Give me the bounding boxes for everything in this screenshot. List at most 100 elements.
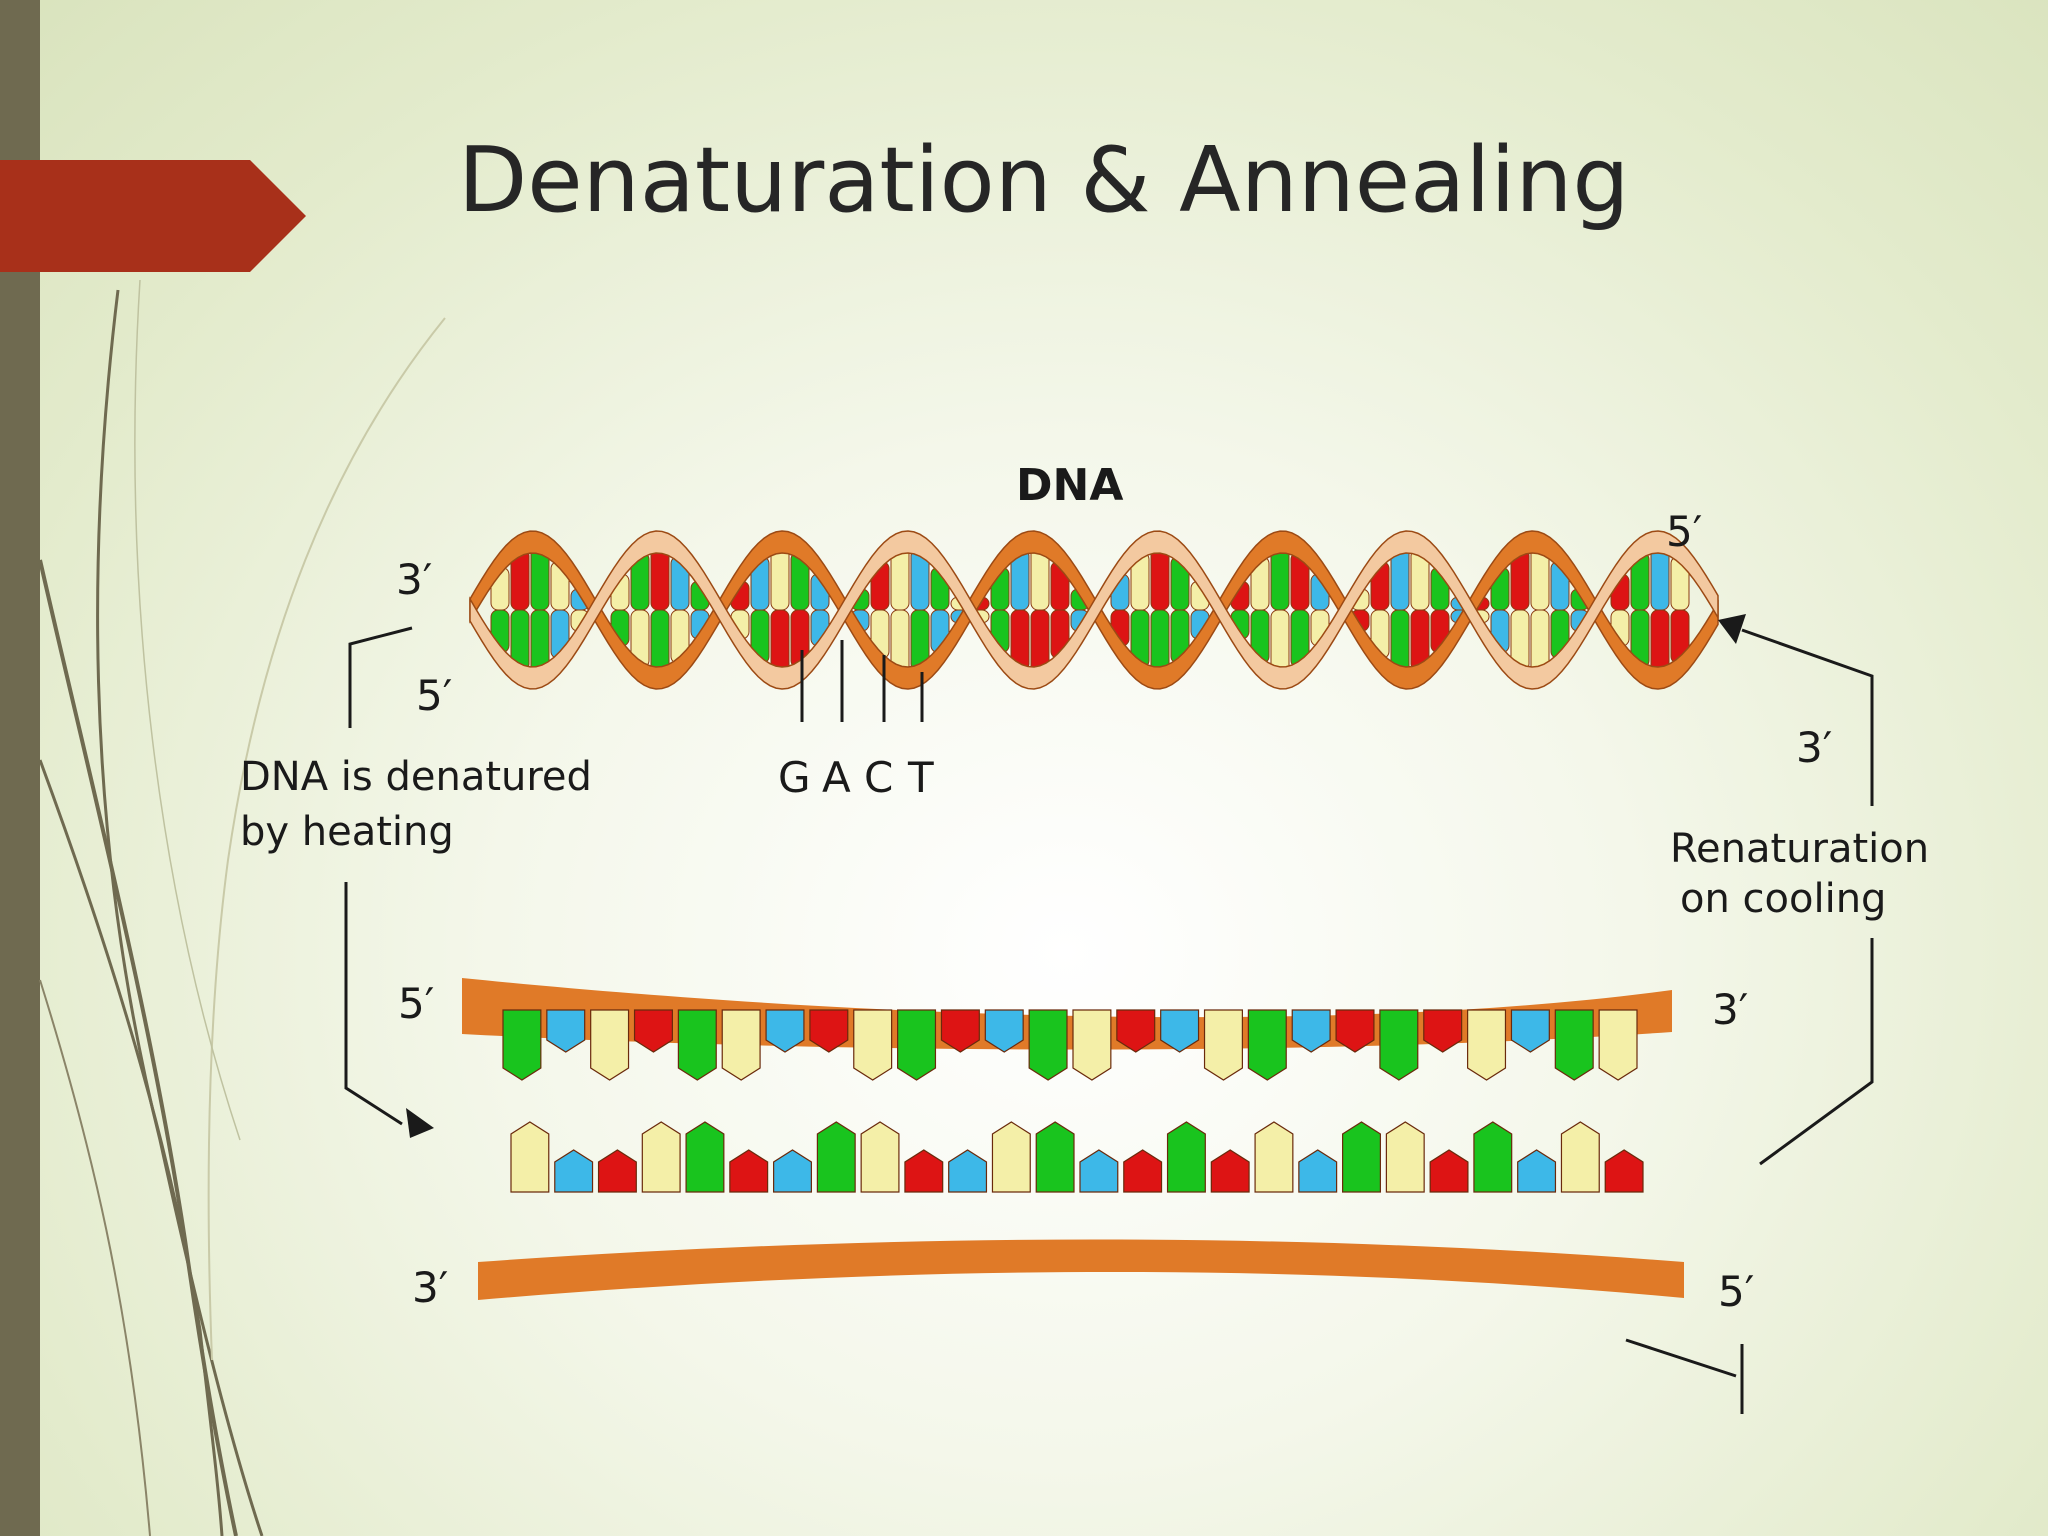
strand-base [1342,1121,1381,1193]
strand-base [1423,1009,1463,1053]
decorative-swooshes [38,279,446,1536]
strand-base [773,1149,812,1193]
swoosh-2 [38,559,238,1536]
strand-base [641,1121,681,1193]
strand-base [1385,1121,1425,1193]
helix-label-top-right: 5′ [1666,507,1702,556]
helix-base-pairs [490,545,1690,675]
right-caption-line1: Renaturation [1670,826,1929,872]
helix-base [770,609,790,675]
strand-base [940,1009,980,1053]
strand-base [1467,1009,1507,1081]
strand-base [597,1149,637,1193]
helix-front-strand [469,530,1719,690]
lower-backbone [478,1239,1684,1300]
helix-label-bottom-right: 3′ [1796,723,1832,772]
slide-title: Denaturation & Annealing [458,128,1630,233]
strand-base [765,1009,805,1053]
left-caption-line2: by heating [240,809,454,855]
strand-base [1510,1009,1550,1053]
lower-strand-label-right: 5′ [1718,1267,1754,1316]
base-letter-c: C [864,753,893,802]
lower-strand-bases [510,1121,1644,1193]
strand-base [677,1009,717,1081]
separated-strand-upper [462,978,1672,1081]
strand-base [590,1009,630,1081]
strand-base [633,1009,673,1053]
strand-base [1598,1009,1638,1081]
strand-base [721,1009,761,1081]
swoosh-1 [96,289,264,1536]
strand-base [1116,1009,1156,1053]
swoosh-6 [134,279,241,1141]
strand-base [809,1009,849,1053]
strand-base [984,1009,1024,1053]
base-letter-a: A [822,753,851,802]
helix-label-top-left: 3′ [396,555,432,604]
helix-base [1270,545,1290,611]
strand-base [1298,1149,1338,1193]
swoosh-4 [39,979,151,1536]
strand-base [991,1121,1031,1193]
strand-base [1560,1121,1600,1193]
strand-base [1203,1009,1243,1081]
strand-base [685,1121,725,1193]
strand-base [1028,1009,1068,1081]
strand-base [1160,1009,1200,1053]
strand-base [510,1121,550,1193]
strand-base [948,1149,988,1193]
strand-base [1254,1121,1294,1193]
strand-base [554,1149,594,1193]
strand-base [1429,1149,1469,1193]
base-letter-g: G [778,753,811,802]
upper-strand-bases [502,1009,1638,1081]
helix-base [1150,545,1170,611]
strand-base [904,1149,944,1193]
dna-double-helix [469,530,1719,690]
strand-base [1335,1009,1375,1053]
separated-strand-lower [478,1121,1684,1300]
upper-strand-label-left: 5′ [398,979,434,1028]
strand-base [1079,1149,1119,1193]
strand-base [816,1121,856,1193]
helix-base [1270,609,1290,675]
helix-base [1150,609,1170,675]
right-caption-line2: on cooling [1680,876,1886,922]
strand-base [853,1009,893,1081]
strand-base [1072,1009,1112,1081]
strand-base [1473,1121,1513,1193]
strand-base [1291,1009,1331,1053]
strand-base [897,1009,937,1081]
left-caption-line1: DNA is denatured [240,754,592,800]
strand-base [1247,1009,1287,1081]
strand-base [1210,1149,1250,1193]
lower-strand-label-left: 3′ [412,1263,448,1312]
renature-arrow [1625,628,1874,1414]
helix-base [770,545,790,611]
strand-base [1166,1121,1206,1193]
denature-arrow [344,626,413,1126]
upper-strand-label-right: 3′ [1712,985,1748,1034]
helix-base [650,609,670,675]
strand-base [1604,1149,1644,1193]
strand-base [1379,1009,1419,1081]
strand-base [1035,1121,1075,1193]
strand-base [1123,1149,1163,1193]
helix-base [650,545,670,611]
strand-base [1517,1149,1557,1193]
strand-base [546,1009,586,1053]
helix-base [1650,609,1670,675]
denature-arrowhead-icon [406,1108,434,1138]
strand-base [1554,1009,1594,1081]
helix-label-bottom-left: 5′ [416,671,452,720]
base-pointers [800,640,924,722]
swoosh-3 [38,759,224,1536]
dna-heading: DNA [1016,460,1123,511]
strand-base [860,1121,900,1193]
title-accent-tab [0,160,306,272]
strand-base [729,1149,769,1193]
renature-arrowhead-icon [1718,614,1746,644]
swoosh-5 [207,317,446,1361]
base-letter-t: T [907,753,934,802]
